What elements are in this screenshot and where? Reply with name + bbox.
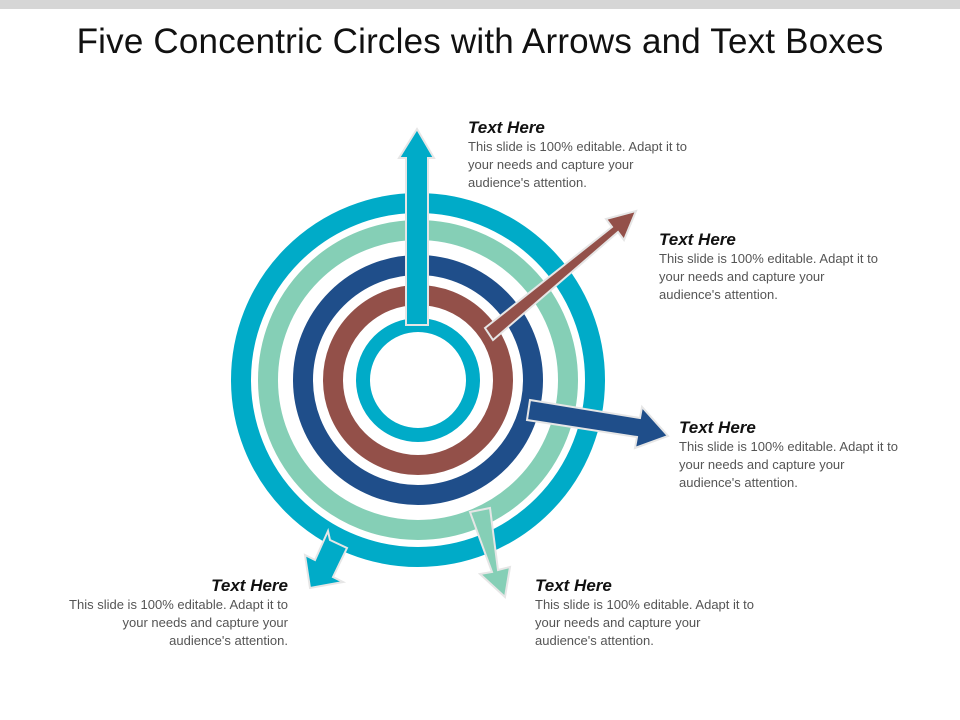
text-box-body: This slide is 100% editable. Adapt it to… [69, 597, 288, 648]
arrow-brown [483, 209, 638, 342]
slide-title: Five Concentric Circles with Arrows and … [76, 22, 884, 61]
text-box-right: Text Here This slide is 100% editable. A… [679, 418, 909, 492]
text-box-body: This slide is 100% editable. Adapt it to… [679, 439, 898, 490]
text-box-upper-right: Text Here This slide is 100% editable. A… [659, 230, 889, 304]
text-box-heading: Text Here [679, 418, 756, 437]
text-box-heading: Text Here [659, 230, 736, 249]
text-box-body: This slide is 100% editable. Adapt it to… [659, 251, 878, 302]
arrow-mint [468, 506, 512, 599]
text-box-heading: Text Here [468, 118, 545, 137]
text-box-heading: Text Here [535, 576, 612, 595]
text-box-body: This slide is 100% editable. Adapt it to… [535, 597, 754, 648]
arrow-navy [525, 398, 670, 450]
text-box-body: This slide is 100% editable. Adapt it to… [468, 139, 687, 190]
text-box-top: Text Here This slide is 100% editable. A… [468, 118, 698, 192]
arrow-cyan-up [397, 127, 436, 326]
text-box-heading: Text Here [211, 576, 288, 595]
top-bar [0, 0, 960, 9]
text-box-bottom-right: Text Here This slide is 100% editable. A… [535, 576, 765, 650]
ring-inner-cyan [356, 318, 480, 442]
arrow-cyan [303, 527, 349, 590]
text-box-bottom-left: Text Here This slide is 100% editable. A… [58, 576, 288, 650]
